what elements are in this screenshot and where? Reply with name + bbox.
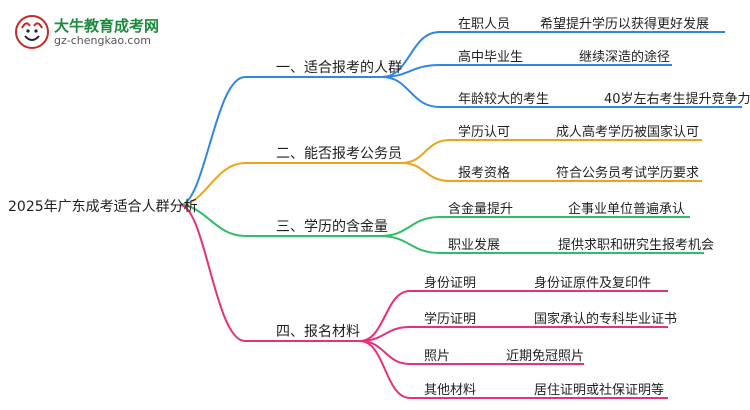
connector-b4-leaf-2	[359, 326, 668, 342]
leaf-detail: 成人高考学历被国家认可	[556, 125, 700, 140]
root-topic: 2025年广东成考适合人群分析	[8, 199, 198, 215]
site-logo: 大牛教育成考网 gz-chengkao.com	[14, 12, 224, 54]
leaf-detail: 国家承认的专科毕业证书	[534, 312, 678, 327]
connector-root-branch-1	[179, 76, 382, 206]
connector-b1-leaf-1	[381, 31, 725, 78]
leaf-detail: 继续深造的途径	[579, 50, 671, 65]
leaf-label: 身份证明	[424, 276, 477, 291]
connector-b4-leaf-3	[359, 340, 584, 365]
leaf-detail: 身份证原件及复印件	[534, 276, 652, 291]
leaf-detail: 近期免冠照片	[506, 349, 585, 364]
connector-b2-leaf-1	[401, 139, 702, 164]
connector-b3-leaf-2	[379, 235, 704, 254]
leaf-detail: 居住证明或社保证明等	[534, 383, 665, 398]
leaf-detail: 企事业单位普遍承认	[568, 202, 686, 217]
branch-2-label: 二、能否报考公务员	[276, 146, 402, 162]
connector-root-branch-4	[179, 204, 360, 342]
leaf-label: 照片	[424, 349, 451, 364]
branch-1-label: 一、适合报考的人群	[276, 60, 402, 76]
connector-root-branch-3	[179, 204, 380, 237]
leaf-detail: 提供求职和研究生报考机会	[558, 238, 715, 253]
leaf-label: 学历证明	[424, 312, 477, 327]
leaf-detail: 40岁左右考生提升竞争力	[604, 92, 750, 107]
leaf-label: 在职人员	[458, 17, 511, 32]
bull-logo-icon	[15, 15, 49, 49]
leaf-label: 其他材料	[424, 383, 477, 398]
logo-url: gz-chengkao.com	[54, 34, 151, 47]
logo-title: 大牛教育成考网	[54, 17, 160, 35]
leaf-label: 报考资格	[458, 166, 511, 181]
connector-b1-leaf-2	[381, 64, 672, 78]
connector-b3-leaf-1	[379, 216, 690, 237]
leaf-detail: 符合公务员考试学历要求	[556, 166, 700, 181]
branch-4-label: 四、报名材料	[276, 324, 360, 340]
leaf-label: 含金量提升	[448, 202, 514, 217]
branch-3-label: 三、学历的含金量	[276, 219, 388, 235]
connector-b4-leaf-1	[359, 290, 668, 342]
leaf-label: 学历认可	[458, 125, 511, 140]
connector-b1-leaf-3	[381, 76, 742, 108]
connector-b2-leaf-2	[401, 162, 702, 182]
connector-b4-leaf-4	[359, 340, 668, 399]
connector-root-branch-2	[179, 162, 402, 206]
leaf-label: 职业发展	[448, 238, 501, 253]
leaf-label: 年龄较大的考生	[458, 92, 550, 107]
leaf-detail: 希望提升学历以获得更好发展	[540, 17, 710, 32]
leaf-label: 高中毕业生	[458, 50, 524, 65]
